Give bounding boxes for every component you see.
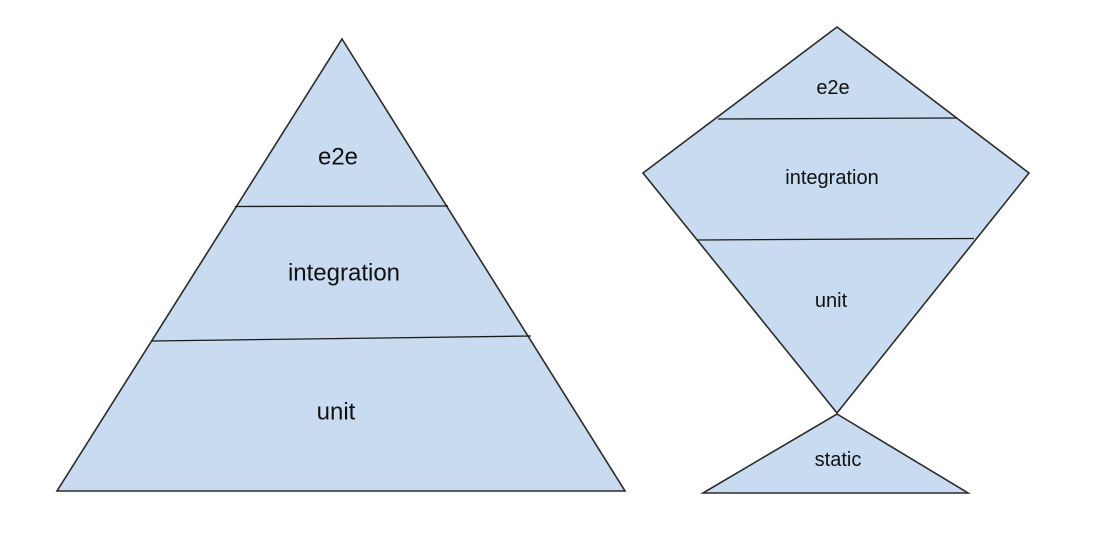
trophy-kite-outline <box>641 25 1031 415</box>
trophy-divider-e2e-integration <box>717 117 958 120</box>
pyramid-label-unit: unit <box>317 399 356 426</box>
testing-pyramid: e2e integration unit <box>55 37 627 492</box>
pyramid-outline <box>55 37 627 492</box>
testing-trophy: e2e integration unit static <box>641 25 1031 494</box>
pyramid-divider-e2e-integration <box>234 205 449 208</box>
trophy-label-unit: unit <box>815 290 848 312</box>
trophy-label-integration: integration <box>785 167 878 189</box>
pyramid-label-e2e: e2e <box>318 144 358 171</box>
pyramid-label-integration: integration <box>288 260 400 287</box>
trophy-divider-integration-unit <box>697 237 975 241</box>
trophy-label-static: static <box>815 449 862 471</box>
trophy-static-triangle <box>700 413 971 494</box>
trophy-label-e2e: e2e <box>816 77 849 99</box>
pyramid-divider-integration-unit <box>151 335 532 342</box>
